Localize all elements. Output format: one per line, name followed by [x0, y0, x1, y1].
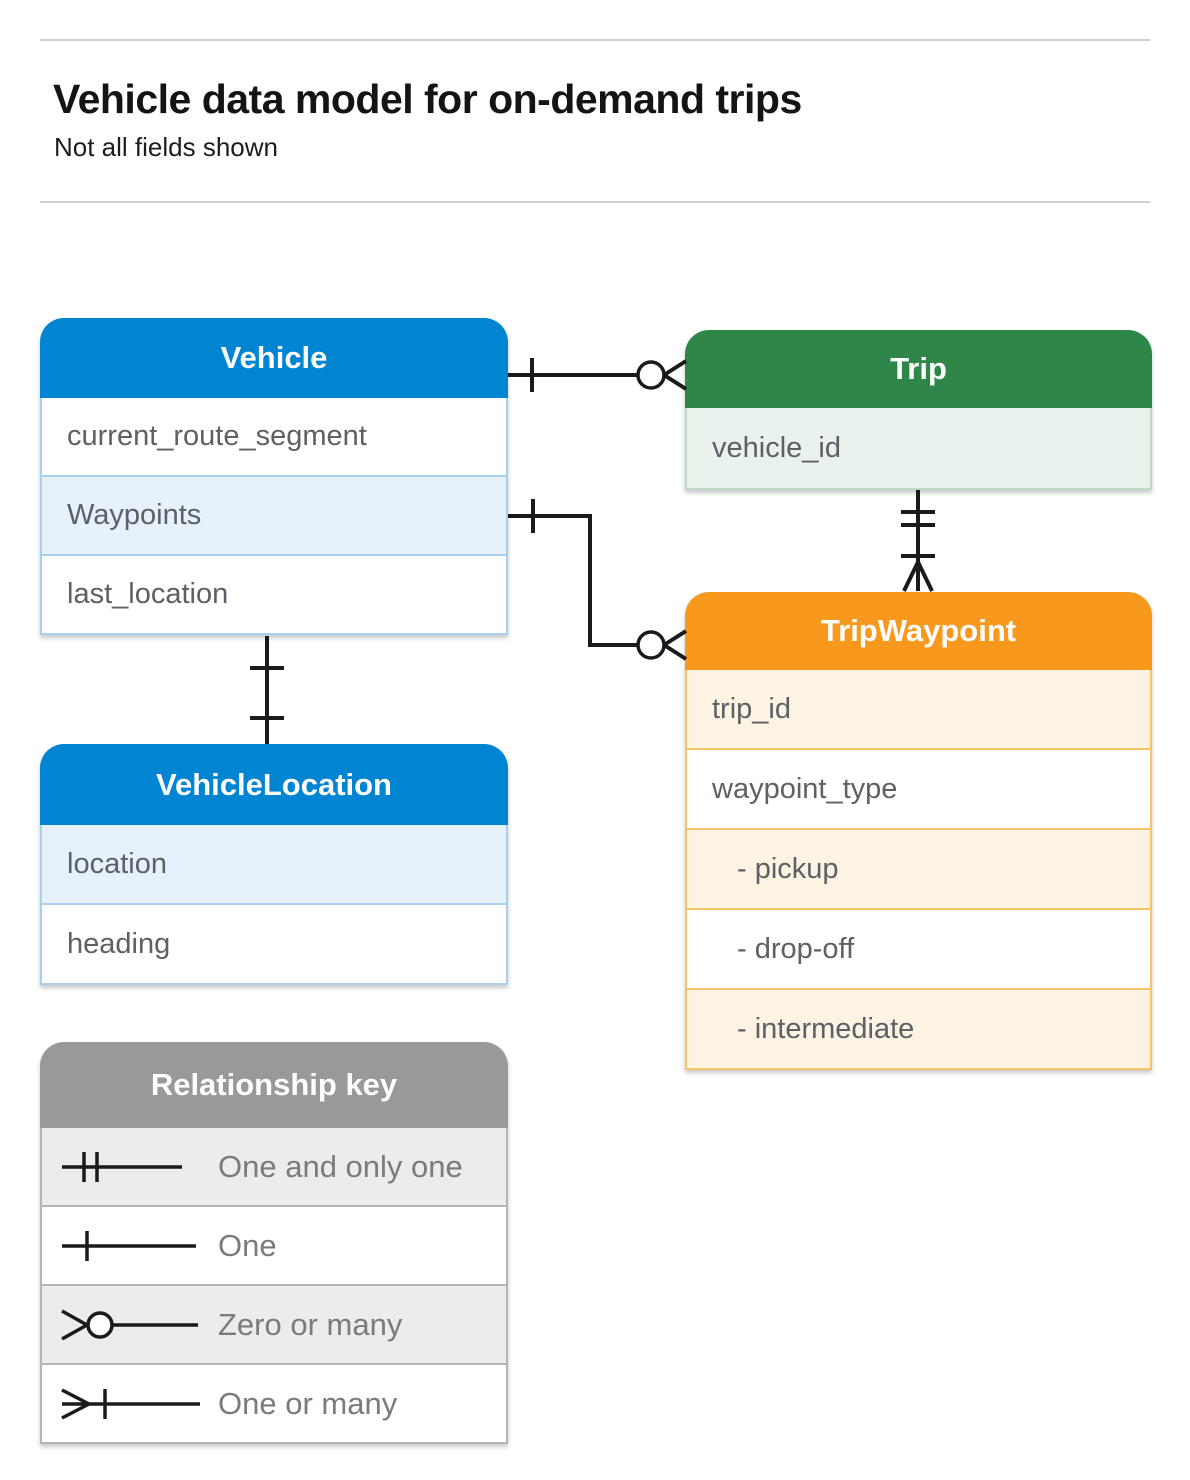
- crow-foot-prong: [662, 629, 688, 647]
- crow-foot-prong: [662, 373, 688, 391]
- key-row-one-or-many: One or many: [40, 1365, 508, 1444]
- zero-or-many-symbol: [61, 1308, 198, 1341]
- field-trip-id: trip_id: [685, 670, 1152, 750]
- key-row-one-and-only-one: One and only one: [40, 1128, 508, 1207]
- entity-trip: Trip vehicle_id: [685, 330, 1152, 490]
- connector-vehicle-vehicle-location: [250, 636, 284, 744]
- crow-foot-prong: [662, 359, 688, 377]
- top-divider: [40, 39, 1150, 41]
- field-location: location: [40, 825, 508, 905]
- entity-vehicle-location: VehicleLocation location heading: [40, 744, 508, 985]
- crow-foot-prong: [916, 561, 934, 592]
- field-waypoints: Waypoints: [40, 477, 508, 556]
- entity-vehicle-header: Vehicle: [40, 318, 508, 398]
- connector-trip-trip-waypoint: [901, 490, 935, 592]
- field-enum-pickup: - pickup: [685, 830, 1152, 910]
- key-row-one: One: [40, 1207, 508, 1286]
- one-symbol: [62, 1230, 196, 1261]
- header-divider: [40, 201, 1150, 203]
- field-current-route-segment: current_route_segment: [40, 398, 508, 477]
- zero-circle: [636, 630, 666, 660]
- field-enum-intermediate: - intermediate: [685, 990, 1152, 1070]
- field-heading: heading: [40, 905, 508, 985]
- key-label: Zero or many: [218, 1306, 403, 1342]
- field-waypoint-type: waypoint_type: [685, 750, 1152, 830]
- page-title: Vehicle data model for on-demand trips: [53, 76, 802, 122]
- entity-vehicle-location-header: VehicleLocation: [40, 744, 508, 825]
- connector-vehicle-trip: [508, 358, 688, 392]
- zero-circle: [636, 360, 666, 390]
- crow-foot-prong: [902, 561, 920, 592]
- key-label: One: [218, 1227, 277, 1263]
- key-label: One or many: [218, 1385, 398, 1421]
- relationship-key-header: Relationship key: [40, 1042, 508, 1128]
- entity-vehicle: Vehicle current_route_segment Waypoints …: [40, 318, 508, 635]
- relationship-key: Relationship key One and only one One: [40, 1042, 508, 1444]
- entity-trip-header: Trip: [685, 330, 1152, 408]
- one-and-only-one-symbol: [62, 1151, 182, 1182]
- entity-trip-waypoint-header: TripWaypoint: [685, 592, 1152, 670]
- field-enum-drop-off: - drop-off: [685, 910, 1152, 990]
- crow-foot-prong: [662, 643, 688, 661]
- page-subtitle: Not all fields shown: [54, 132, 278, 162]
- entity-trip-waypoint: TripWaypoint trip_id waypoint_type - pic…: [685, 592, 1152, 1070]
- key-row-zero-or-many: Zero or many: [40, 1286, 508, 1365]
- connector-line: [508, 514, 638, 647]
- field-vehicle-id: vehicle_id: [685, 408, 1152, 490]
- key-label: One and only one: [218, 1148, 463, 1184]
- field-last-location: last_location: [40, 556, 508, 635]
- one-or-many-symbol: [61, 1387, 200, 1420]
- connector-waypoints-trip-waypoint: [508, 499, 688, 661]
